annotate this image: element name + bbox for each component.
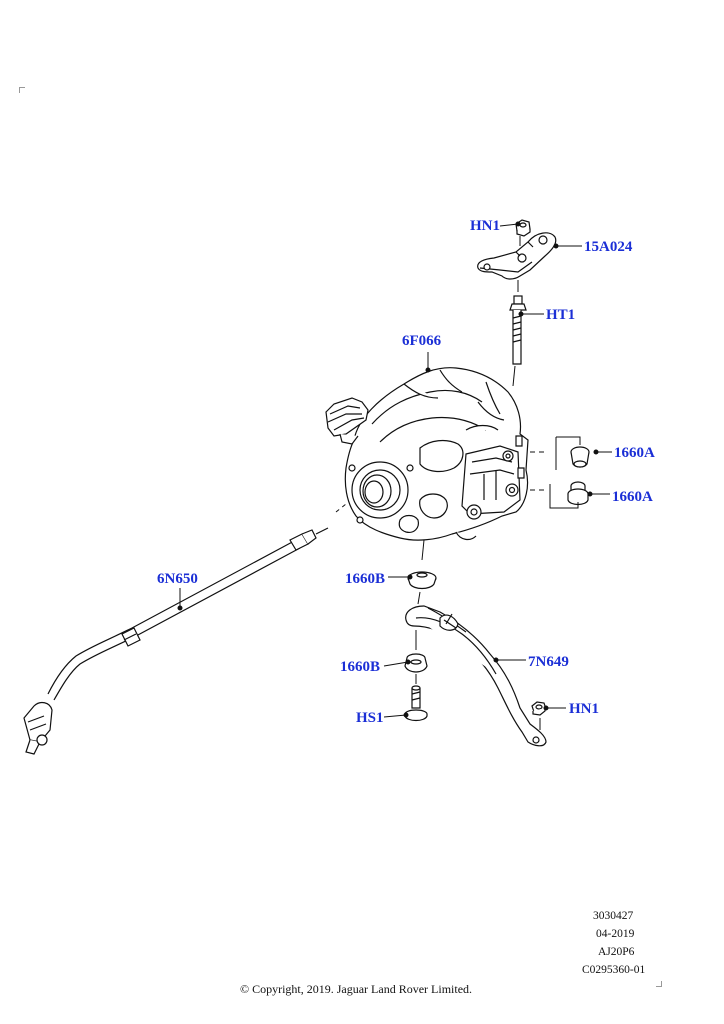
label-1660a-lower: 1660A: [612, 489, 653, 505]
copyright-notice: © Copyright, 2019. Jaguar Land Rover Lim…: [239, 982, 473, 996]
bush-1660a-upper: [570, 446, 590, 468]
label-1660b-upper: 1660B: [345, 571, 386, 587]
leader-lines: [177, 221, 612, 718]
bush-1660a-lower: [567, 481, 589, 506]
ref-number: 3030427: [593, 910, 634, 922]
bush-1660b-lower: [404, 653, 428, 673]
bracket-lines-1660a: [549, 436, 581, 509]
ref-date: 04-2019: [596, 928, 635, 940]
ref-code: AJ20P6: [598, 946, 635, 958]
crop-mark-bottom-right: [656, 981, 662, 987]
support-arm-7n649: [405, 605, 547, 747]
label-hn1-top: HN1: [470, 218, 500, 234]
bush-1660b-upper: [407, 571, 437, 590]
label-15a024: 15A024: [584, 239, 633, 255]
stud-ht1: [509, 295, 527, 365]
label-7n649: 7N649: [528, 654, 569, 670]
label-ht1: HT1: [546, 307, 576, 323]
label-6f066: 6F066: [402, 333, 442, 349]
bracket-15a024: [477, 232, 557, 280]
label-6n650: 6N650: [157, 571, 198, 587]
crop-mark-top-left: [19, 87, 25, 93]
label-hn1-bottom: HN1: [569, 701, 599, 717]
label-1660a-upper: 1660A: [614, 445, 655, 461]
label-1660b-lower: 1660B: [340, 659, 381, 675]
vent-tube-6n650: [23, 527, 329, 755]
assembly-lines: [335, 236, 548, 730]
differential-housing-6f066: [325, 367, 529, 541]
label-hs1: HS1: [356, 710, 384, 726]
ref-doc: C0295360-01: [582, 964, 646, 976]
